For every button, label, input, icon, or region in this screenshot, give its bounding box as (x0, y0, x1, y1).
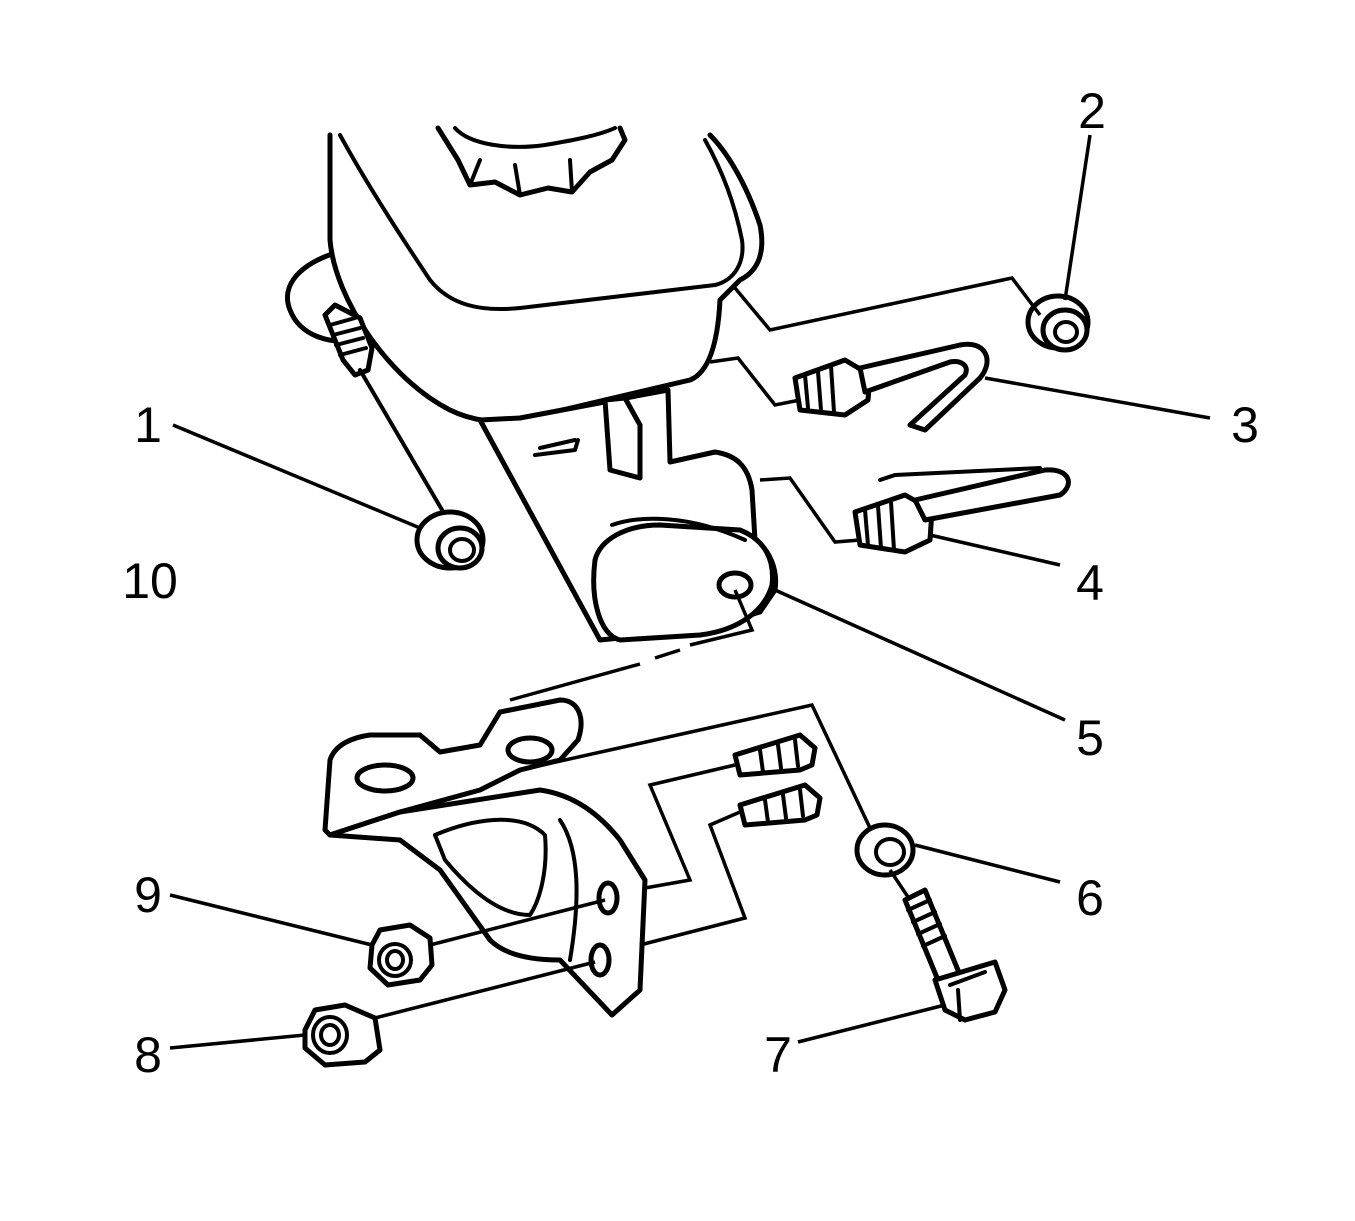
callout-5: 5 (1076, 710, 1104, 766)
callout-9: 9 (134, 867, 162, 923)
leader-lines (169, 134, 1211, 1050)
mounting-bracket-part-10 (322, 697, 648, 1018)
bolt-part-7 (902, 887, 1008, 1023)
callout-8: 8 (134, 1027, 162, 1083)
bracket-studs (732, 732, 823, 828)
brake-line-fitting-part-4 (852, 466, 1071, 555)
callout-3: 3 (1231, 397, 1259, 453)
nut-part-1 (414, 509, 486, 571)
callout-6: 6 (1076, 870, 1104, 926)
brake-line-fitting-part-3 (792, 341, 990, 433)
flange-nut-part-8 (302, 1002, 383, 1068)
brake-fluid-reservoir (284, 125, 765, 425)
nut-part-2 (1025, 293, 1091, 353)
washer-part-6 (854, 822, 916, 878)
mounting-stud-left (322, 302, 447, 517)
callout-10: 10 (122, 553, 178, 609)
callout-1: 1 (134, 397, 162, 453)
callout-labels: 1 2 3 4 5 6 7 8 9 10 (122, 83, 1259, 1083)
flange-nut-part-9 (367, 922, 435, 988)
callout-7: 7 (764, 1027, 792, 1083)
callout-2: 2 (1078, 83, 1106, 139)
callout-4: 4 (1076, 555, 1104, 611)
master-cylinder-body (477, 387, 779, 643)
